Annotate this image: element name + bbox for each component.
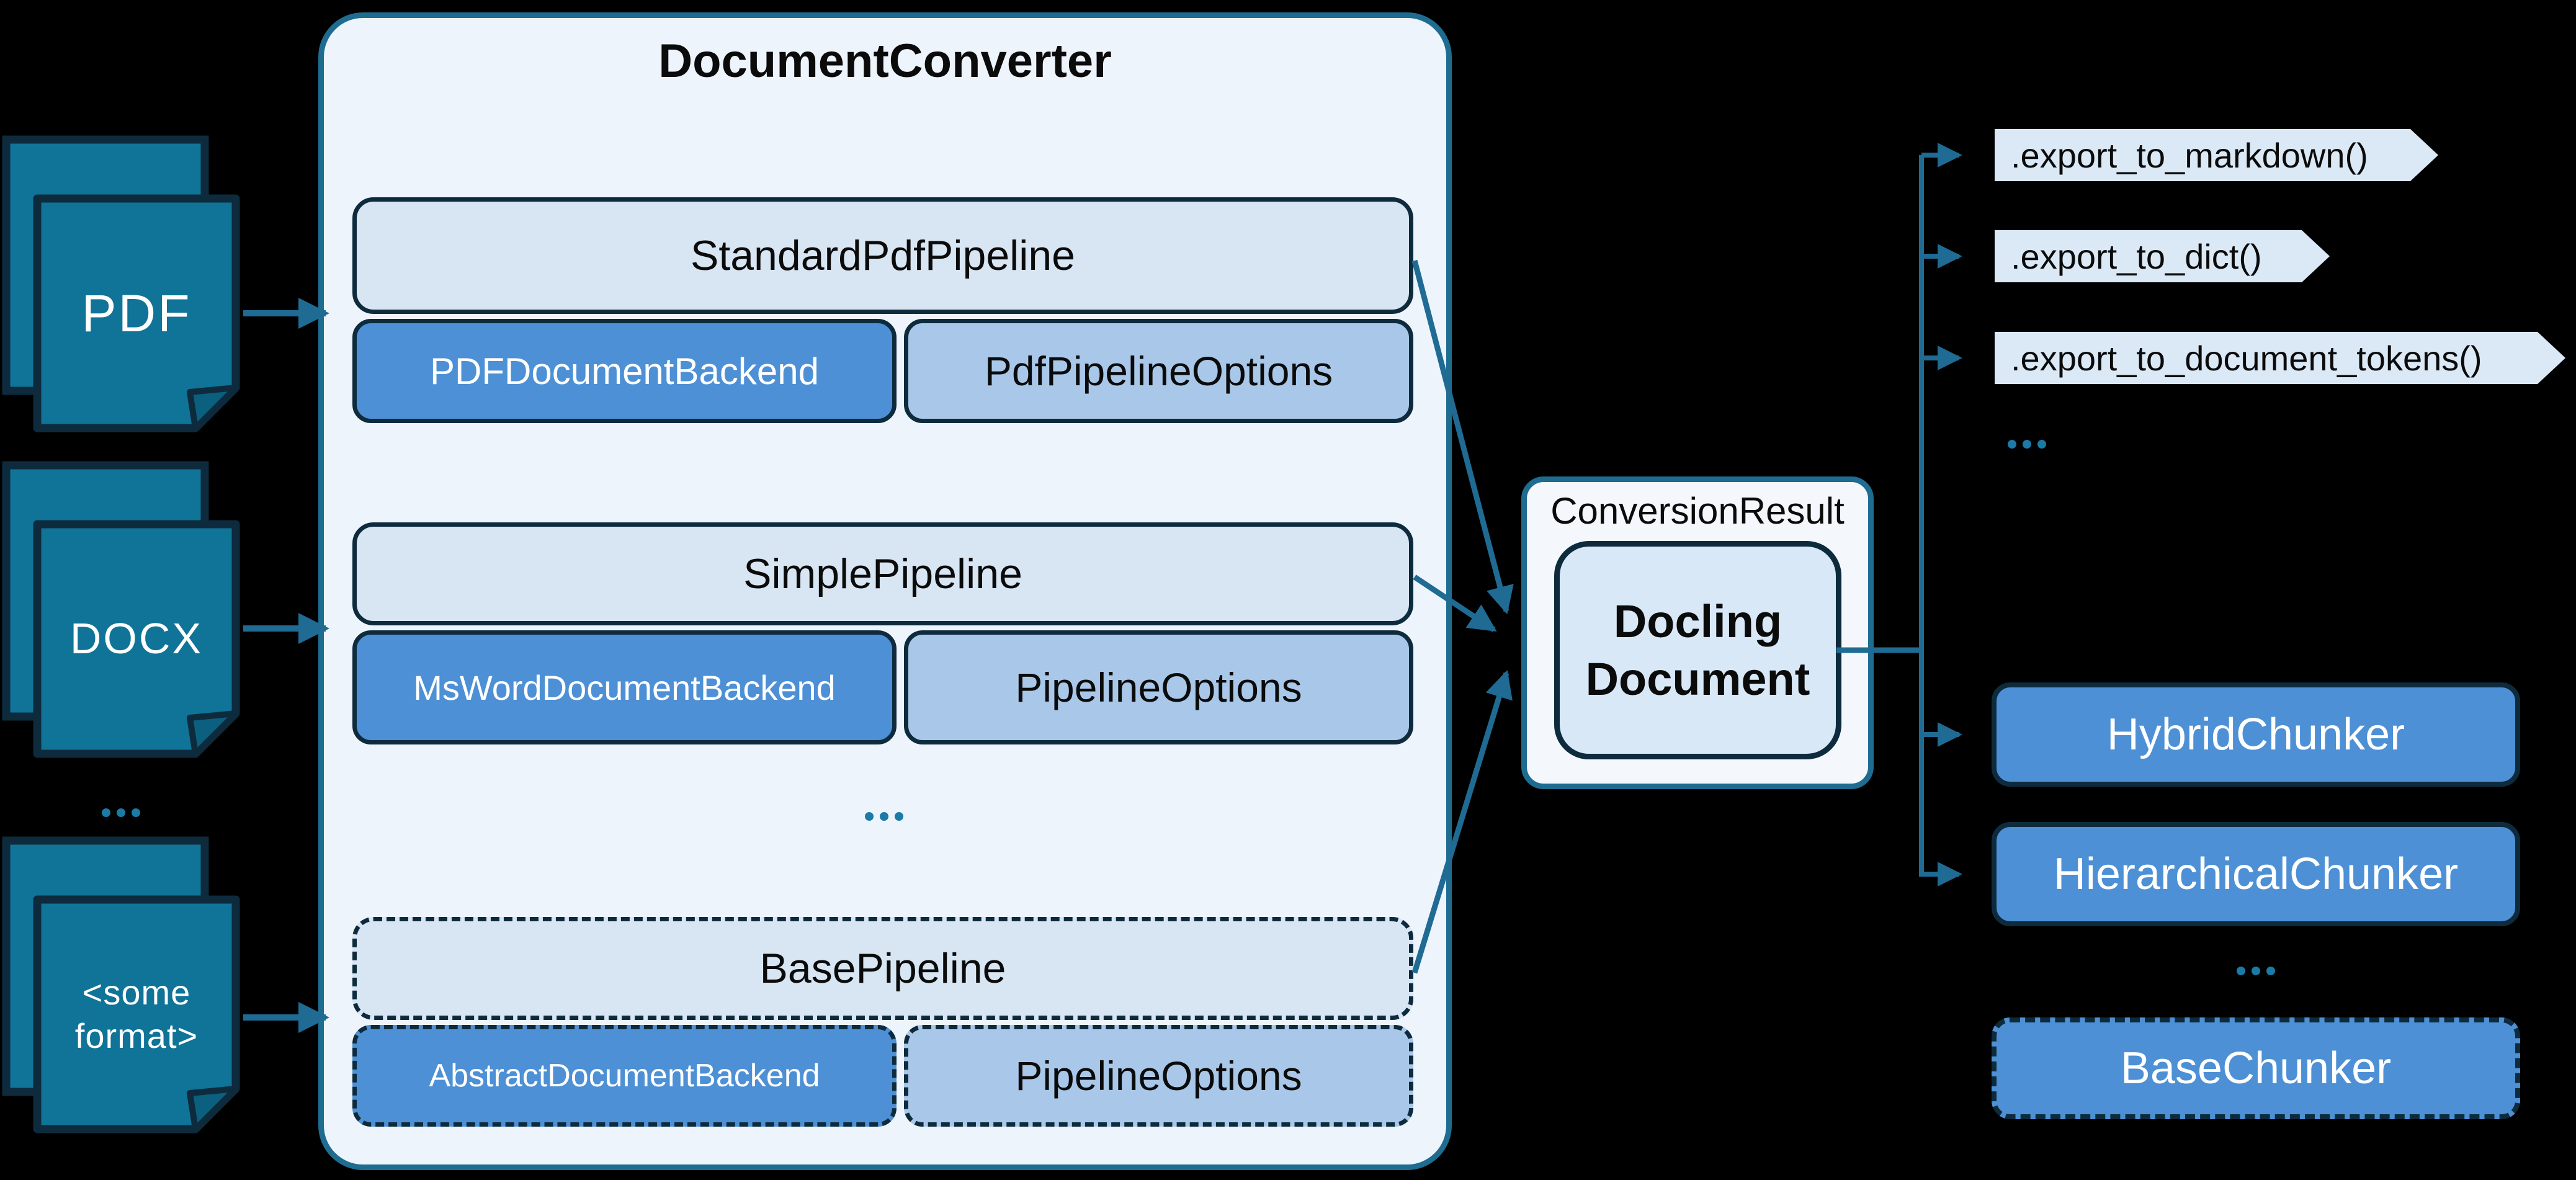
docling-line2: Document — [1585, 653, 1810, 705]
backend-msword-document: MsWordDocumentBackend — [352, 630, 897, 744]
options-pipeline: PipelineOptions — [904, 630, 1413, 744]
options-pdf-pipeline: PdfPipelineOptions — [904, 319, 1413, 423]
hierarchical-chunker-box: HierarchicalChunker — [1992, 822, 2520, 926]
conversion-result-label: ConversionResult — [1550, 489, 1845, 532]
export-to-dict-tag: .export_to_dict() — [1995, 230, 2330, 282]
base-chunker-box: BaseChunker — [1992, 1017, 2520, 1119]
docx-label-text: DOCX — [69, 614, 203, 663]
hybrid-chunker-box: HybridChunker — [1992, 682, 2520, 787]
other-format-line1: <some — [82, 973, 191, 1012]
pdf-source-label: PDF — [37, 199, 236, 428]
other-format-source-label: <some format> — [37, 900, 236, 1129]
docx-source-label: DOCX — [37, 524, 236, 754]
document-converter-title: DocumentConverter — [658, 34, 1112, 87]
chunkers-ellipsis: ... — [2237, 967, 2275, 975]
backend-abstract-document: AbstractDocumentBackend — [352, 1025, 897, 1127]
backend-pdf-document: PDFDocumentBackend — [352, 319, 897, 423]
sources-ellipsis: ... — [102, 808, 140, 817]
exports-ellipsis: ... — [2008, 440, 2046, 449]
converter-ellipsis: ... — [865, 812, 903, 821]
pdf-label-text: PDF — [81, 284, 192, 342]
options-base-pipeline: PipelineOptions — [904, 1025, 1413, 1127]
docling-document-box: Docling Document — [1554, 541, 1841, 759]
docling-line1: Docling — [1613, 595, 1782, 647]
export-to-markdown-tag: .export_to_markdown() — [1995, 129, 2438, 181]
pipeline-standard-pdf: StandardPdfPipeline — [352, 197, 1413, 314]
export-to-document-tokens-tag: .export_to_document_tokens() — [1995, 332, 2565, 384]
pipeline-base: BasePipeline — [352, 917, 1413, 1020]
other-format-line2: format> — [74, 1016, 199, 1055]
pipeline-simple: SimplePipeline — [352, 522, 1413, 625]
